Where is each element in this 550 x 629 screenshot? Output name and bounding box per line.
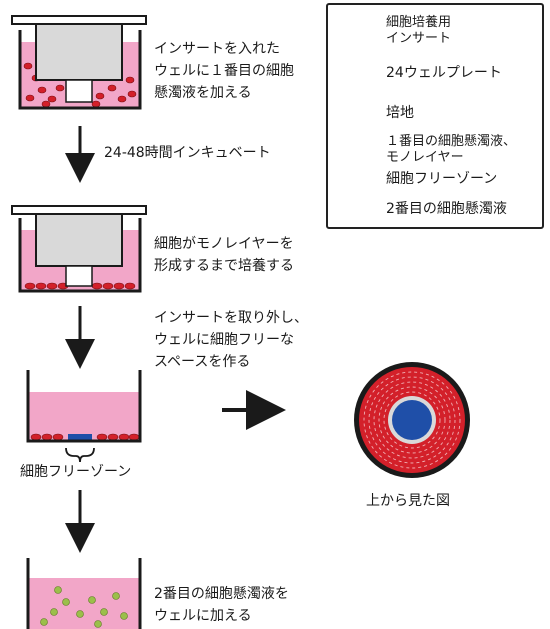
step4-caption: 2番目の細胞懸濁液を ウェルに加える (154, 586, 289, 624)
step1-caption: インサートを入れた ウェルに１番目の細胞 懸濁液を加える (154, 41, 294, 101)
step3-well-without-insert (26, 370, 142, 443)
monolayer-cells (30, 433, 140, 441)
step2-well-with-insert (11, 205, 147, 293)
cell-free-zone-bar (68, 434, 92, 440)
step2-caption: 細胞がモノレイヤーを 形成するまで培養する (154, 236, 294, 274)
top-view-cell-free-zone (392, 400, 432, 440)
legend-well-label: 24ウェルプレート (386, 65, 502, 81)
step1-well-with-insert (11, 15, 147, 110)
legend-second-cells-label: 2番目の細胞懸濁液 (386, 201, 507, 217)
legend-insert-label: 細胞培養用 インサート (386, 15, 452, 46)
legend-first-cells-label: １番目の細胞懸濁液、 モノレイヤー (386, 134, 517, 165)
second-cells-suspension (40, 586, 128, 628)
top-view-well (354, 362, 470, 478)
step4-well (26, 558, 142, 629)
cell-free-zone-label: 細胞フリーゾーン (20, 464, 132, 480)
legend-box (326, 3, 544, 229)
incubation-label: 24-48時間インキュベート (104, 145, 271, 161)
cell-free-zone-bracket (65, 447, 95, 463)
legend-medium-label: 培地 (386, 105, 414, 121)
top-view-cells (363, 371, 461, 469)
step3-caption: インサートを取り外し、 ウェルに細胞フリーな スペースを作る (154, 310, 308, 370)
top-view-label: 上から見た図 (366, 493, 450, 509)
legend-cell-free-zone-label: 細胞フリーゾーン (386, 171, 498, 187)
